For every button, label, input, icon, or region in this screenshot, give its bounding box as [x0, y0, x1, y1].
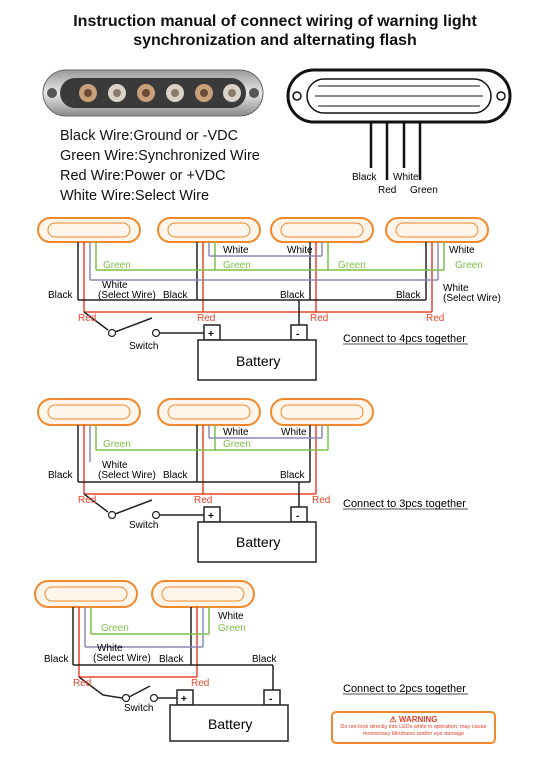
- warning-title: WARNING: [398, 715, 438, 724]
- black-label-3pcs-a: Black: [48, 470, 73, 481]
- black-label-4pcs-a: Black: [48, 290, 73, 301]
- top-wire-red-label: Red: [378, 185, 396, 196]
- green-label-4pcs-a: Green: [103, 260, 131, 271]
- red-label-2pcs-a: Red: [73, 678, 91, 689]
- white-select-label-4pcs: White: [102, 280, 128, 291]
- red-label-4pcs-b: Red: [197, 313, 215, 324]
- legend-black: Black Wire:Ground or -VDC: [60, 128, 239, 144]
- battery-label-3pcs: Battery: [236, 534, 280, 550]
- red-label-4pcs-d: Red: [426, 313, 444, 324]
- switch-label-3pcs: Switch: [129, 520, 158, 531]
- red-label-2pcs-b: Red: [191, 678, 209, 689]
- white-label-3pcs-a: White: [223, 427, 249, 438]
- battery-minus-4pcs: -: [296, 329, 299, 340]
- battery-minus-3pcs: -: [296, 511, 299, 522]
- battery-plus-4pcs: +: [208, 329, 214, 340]
- section-label-4pcs: Connect to 4pcs together: [343, 333, 466, 345]
- green-label-4pcs-d: Green: [455, 260, 483, 271]
- white-select-label-2pcs: White: [97, 643, 123, 654]
- warning-box: ⚠ WARNING Do not look directly into LEDs…: [331, 711, 496, 744]
- legend-red: Red Wire:Power or +VDC: [60, 168, 226, 184]
- battery-label-4pcs: Battery: [236, 353, 280, 369]
- black-label-3pcs-b: Black: [163, 470, 188, 481]
- green-label-4pcs-b: Green: [223, 260, 251, 271]
- black-label-4pcs-b: Black: [163, 290, 188, 301]
- white-select-label-3pcs: White: [102, 460, 128, 471]
- red-label-4pcs-c: Red: [310, 313, 328, 324]
- section-label-3pcs: Connect to 3pcs together: [343, 498, 466, 510]
- black-label-3pcs-c: Black: [280, 470, 305, 481]
- white-label-4pcs-a: White: [223, 245, 249, 256]
- white-label-4pcs-b: White: [287, 245, 313, 256]
- top-wire-black-label: Black: [352, 172, 377, 183]
- green-label-4pcs-c: Green: [338, 260, 366, 271]
- red-label-3pcs-b: Red: [194, 495, 212, 506]
- top-wire-white-label: White: [393, 172, 419, 183]
- battery-plus-3pcs: +: [208, 511, 214, 522]
- white-label-2pcs-a: White: [218, 611, 244, 622]
- wire-legend: Black Wire:Ground or -VDC Green Wire:Syn…: [60, 126, 260, 206]
- black-label-4pcs-d: Black: [396, 290, 421, 301]
- battery-label-2pcs: Battery: [208, 716, 252, 732]
- white-label-4pcs-c: White: [449, 245, 475, 256]
- diagram-2pcs: + - Battery Switch Green Green White Whi…: [34, 580, 468, 742]
- warning-icon: ⚠: [389, 715, 397, 724]
- led-outline-drawing: Black Red White Green: [286, 68, 512, 196]
- title-line-1: Instruction manual of connect wiring of …: [73, 13, 477, 30]
- led-photo: [42, 69, 264, 117]
- page-title: Instruction manual of connect wiring of …: [0, 12, 550, 50]
- black-label-2pcs-c: Black: [252, 654, 277, 665]
- select-wire-label-2pcs: (Select Wire): [93, 653, 151, 664]
- select-wire-label-4pcs: (Select Wire): [98, 290, 156, 301]
- white-label-4pcs-d: White: [443, 283, 469, 294]
- legend-green: Green Wire:Synchronized Wire: [60, 148, 260, 164]
- black-label-4pcs-c: Black: [280, 290, 305, 301]
- title-line-2: synchronization and alternating flash: [133, 32, 417, 49]
- green-label-2pcs-b: Green: [218, 623, 246, 634]
- diagram-4pcs: + - Battery Switch White White White Gre…: [37, 217, 501, 381]
- green-label-2pcs-a: Green: [101, 623, 129, 634]
- warning-text-2: momentary blindness and/or eye damage: [362, 730, 465, 737]
- switch-label-4pcs: Switch: [129, 341, 158, 352]
- red-label-4pcs-a: Red: [78, 313, 96, 324]
- red-label-3pcs-c: Red: [312, 495, 330, 506]
- black-label-2pcs-b: Black: [159, 654, 184, 665]
- white-label-3pcs-b: White: [281, 427, 307, 438]
- red-label-3pcs-a: Red: [78, 495, 96, 506]
- green-label-3pcs-a: Green: [103, 439, 131, 450]
- green-label-3pcs-b: Green: [223, 439, 251, 450]
- battery-plus-2pcs: +: [181, 694, 187, 705]
- warning-text-1: Do not look directly into LEDs while in …: [340, 724, 487, 730]
- black-label-2pcs-a: Black: [44, 654, 69, 665]
- legend-white: White Wire:Select Wire: [60, 188, 210, 204]
- diagram-3pcs: + - Battery Switch Green Green White Whi…: [37, 398, 468, 563]
- select-wire-label-4pcs-b: (Select Wire): [443, 293, 501, 304]
- select-wire-label-3pcs: (Select Wire): [98, 470, 156, 481]
- battery-minus-2pcs: -: [269, 694, 272, 705]
- switch-label-2pcs: Switch: [124, 703, 153, 714]
- section-label-2pcs: Connect to 2pcs together: [343, 683, 466, 695]
- top-wire-green-label: Green: [410, 185, 438, 196]
